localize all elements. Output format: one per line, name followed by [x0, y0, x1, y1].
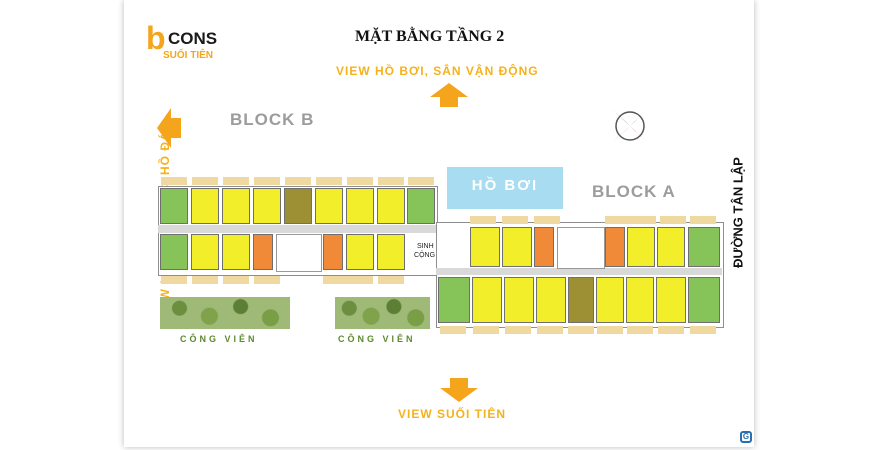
- park-label-left: CÔNG VIÊN: [180, 334, 258, 344]
- unit-b-02[interactable]: [222, 234, 250, 270]
- unit-a-02[interactable]: [627, 227, 655, 267]
- unit-b-05[interactable]: [284, 188, 312, 224]
- unit-tag: [316, 177, 342, 185]
- block-b-label: BLOCK B: [230, 110, 315, 129]
- page-title: MẶT BẰNG TẦNG 2: [355, 28, 505, 45]
- unit-tag: [378, 276, 404, 284]
- unit-b-17[interactable]: [323, 234, 343, 270]
- unit-tag: [440, 326, 466, 334]
- unit-b-11[interactable]: [346, 188, 374, 224]
- unit-tag: [630, 216, 656, 224]
- unit-tag: [502, 216, 528, 224]
- unit-a-03[interactable]: [657, 227, 685, 267]
- park-right: [335, 297, 430, 329]
- pool-label: HỒ BƠI: [471, 177, 539, 194]
- logo-brand: CONS: [168, 29, 218, 48]
- unit-a-06[interactable]: [656, 277, 686, 323]
- park-label-right: CÔNG VIÊN: [338, 334, 416, 344]
- unit-tag: [254, 276, 280, 284]
- swimming-pool: HỒ BƠI: [447, 167, 563, 209]
- unit-b-12[interactable]: [377, 188, 405, 224]
- unit-a-07[interactable]: [626, 277, 654, 323]
- unit-b-15[interactable]: [377, 234, 405, 270]
- unit-a-09[interactable]: [568, 277, 594, 323]
- unit-a-11[interactable]: [504, 277, 534, 323]
- unit-tag: [347, 276, 373, 284]
- unit-b-09[interactable]: [160, 188, 188, 224]
- unit-a-13[interactable]: [438, 277, 470, 323]
- unit-tag: [473, 326, 499, 334]
- unit-tag: [323, 276, 349, 284]
- unit-tag: [534, 216, 560, 224]
- community-label-2: CỘNG ĐỒNG: [414, 252, 458, 259]
- unit-tag: [161, 276, 187, 284]
- unit-tag: [690, 326, 716, 334]
- unit-b-06[interactable]: [253, 188, 281, 224]
- unit-a-10[interactable]: [536, 277, 566, 323]
- unit-tag: [285, 177, 311, 185]
- road-label: ĐƯỜNG TÂN LẬP: [730, 157, 746, 268]
- unit-tag: [690, 216, 716, 224]
- view-label-bottom: VIEW SUỐI TIÊN: [398, 407, 507, 421]
- unit-a-01b[interactable]: [605, 227, 625, 267]
- unit-b-16[interactable]: [346, 234, 374, 270]
- unit-a-12[interactable]: [472, 277, 502, 323]
- unit-tag: [347, 177, 373, 185]
- unit-tag: [537, 326, 563, 334]
- park-left: [160, 297, 290, 329]
- block-b-corridor: [158, 225, 436, 233]
- unit-tag: [192, 276, 218, 284]
- unit-tag: [470, 216, 496, 224]
- unit-tag: [223, 276, 249, 284]
- arrow-up-icon: [430, 83, 468, 107]
- unit-tag: [627, 326, 653, 334]
- logo-subtitle: SUỐI TIÊN: [163, 50, 214, 61]
- unit-tag: [568, 326, 594, 334]
- unit-a-15b[interactable]: [470, 227, 500, 267]
- bcons-logo: b CONS SUỐI TIÊN: [146, 22, 236, 66]
- unit-b-03[interactable]: [191, 234, 219, 270]
- arrow-left-icon: [157, 108, 181, 148]
- unit-a-08[interactable]: [596, 277, 624, 323]
- unit-b-08[interactable]: [191, 188, 219, 224]
- unit-b-10[interactable]: [315, 188, 343, 224]
- unit-b-13[interactable]: [407, 188, 435, 224]
- unit-tag: [192, 177, 218, 185]
- view-label-top: VIEW HỒ BƠI, SÂN VẬN ĐỘNG: [336, 64, 539, 78]
- unit-b-07[interactable]: [222, 188, 250, 224]
- unit-tag: [658, 326, 684, 334]
- unit-b-04[interactable]: [160, 234, 188, 270]
- unit-tag: [408, 177, 434, 185]
- unit-tag: [223, 177, 249, 185]
- unit-a-16b[interactable]: [502, 227, 532, 267]
- unit-a-05[interactable]: [688, 277, 720, 323]
- unit-b-01[interactable]: [253, 234, 273, 270]
- unit-tag: [660, 216, 686, 224]
- unit-tag: [597, 326, 623, 334]
- block-a-core-main: [557, 227, 605, 269]
- arrow-down-icon: [440, 378, 478, 402]
- unit-tag: [378, 177, 404, 185]
- block-a-corridor: [436, 268, 722, 275]
- unit-tag: [605, 216, 631, 224]
- unit-a-04[interactable]: [688, 227, 720, 267]
- block-a-label: BLOCK A: [592, 182, 676, 201]
- watermark-icon: G: [740, 431, 752, 443]
- block-b-core: [276, 234, 322, 272]
- unit-tag: [161, 177, 187, 185]
- logo-letter: b: [146, 20, 166, 56]
- unit-tag: [505, 326, 531, 334]
- unit-a-17b[interactable]: [534, 227, 554, 267]
- compass-icon: [612, 109, 648, 143]
- unit-tag: [254, 177, 280, 185]
